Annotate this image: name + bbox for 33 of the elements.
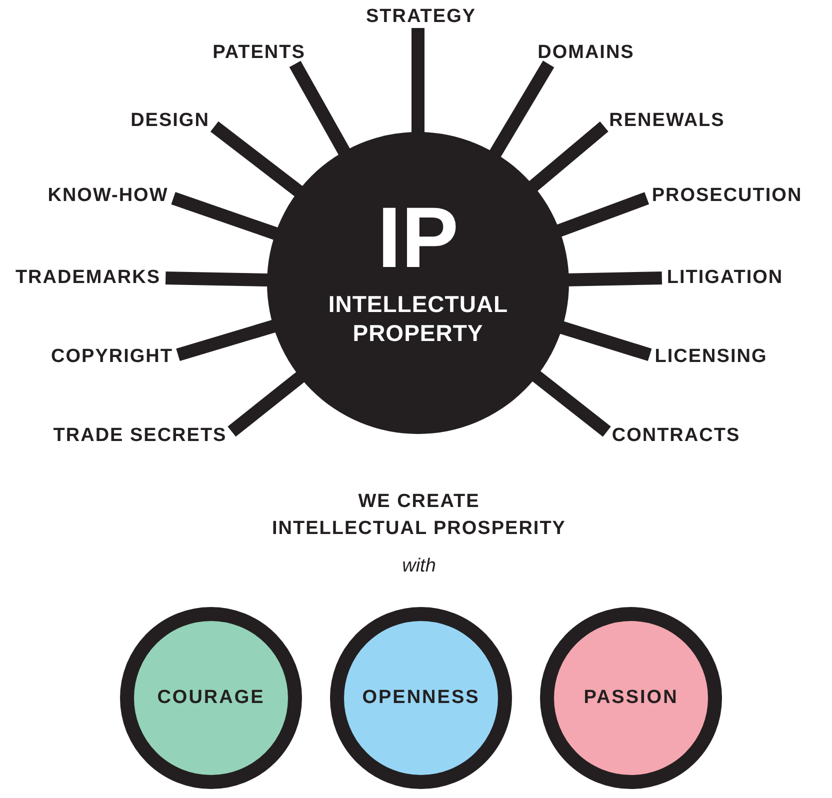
ray-line bbox=[568, 272, 662, 286]
ray-line bbox=[210, 121, 303, 196]
value-label: OPENNESS bbox=[362, 687, 480, 709]
ray-line bbox=[490, 60, 554, 158]
topic-label: STRATEGY bbox=[360, 6, 482, 28]
topic-label: PATENTS bbox=[208, 42, 310, 64]
topic-label: LITIGATION bbox=[662, 267, 788, 289]
topic-label: DESIGN bbox=[126, 110, 214, 132]
topic-label: DOMAINS bbox=[532, 42, 640, 64]
hub-title: IP bbox=[377, 198, 459, 278]
tagline-word: with bbox=[402, 554, 436, 578]
ray-line bbox=[560, 321, 652, 361]
topic-label: TRADEMARKS bbox=[10, 267, 166, 289]
topic-label: RENEWALS bbox=[604, 110, 730, 132]
hub-subtitle: INTELLECTUAL PROPERTY bbox=[328, 290, 508, 348]
tagline-heading: WE CREATE INTELLECTUAL PROSPERITY bbox=[272, 490, 566, 541]
ray-line bbox=[529, 122, 608, 192]
ray-line bbox=[171, 192, 278, 240]
topic-label: KNOW-HOW bbox=[42, 185, 174, 207]
topic-label: LICENSING bbox=[650, 346, 772, 368]
ray-line bbox=[165, 272, 268, 286]
ray-line bbox=[228, 372, 304, 437]
ray-line bbox=[556, 192, 650, 237]
topic-label: TRADE SECRETS bbox=[48, 425, 232, 447]
value-label: PASSION bbox=[584, 687, 678, 709]
value-label: COURAGE bbox=[157, 687, 265, 709]
ray-line bbox=[289, 60, 350, 155]
topic-label: CONTRACTS bbox=[606, 425, 746, 447]
ray-line bbox=[176, 320, 276, 362]
topic-label: PROSECUTION bbox=[646, 185, 808, 207]
ray-line bbox=[532, 371, 611, 437]
ray-line bbox=[412, 28, 424, 132]
topic-label: COPYRIGHT bbox=[46, 346, 178, 368]
